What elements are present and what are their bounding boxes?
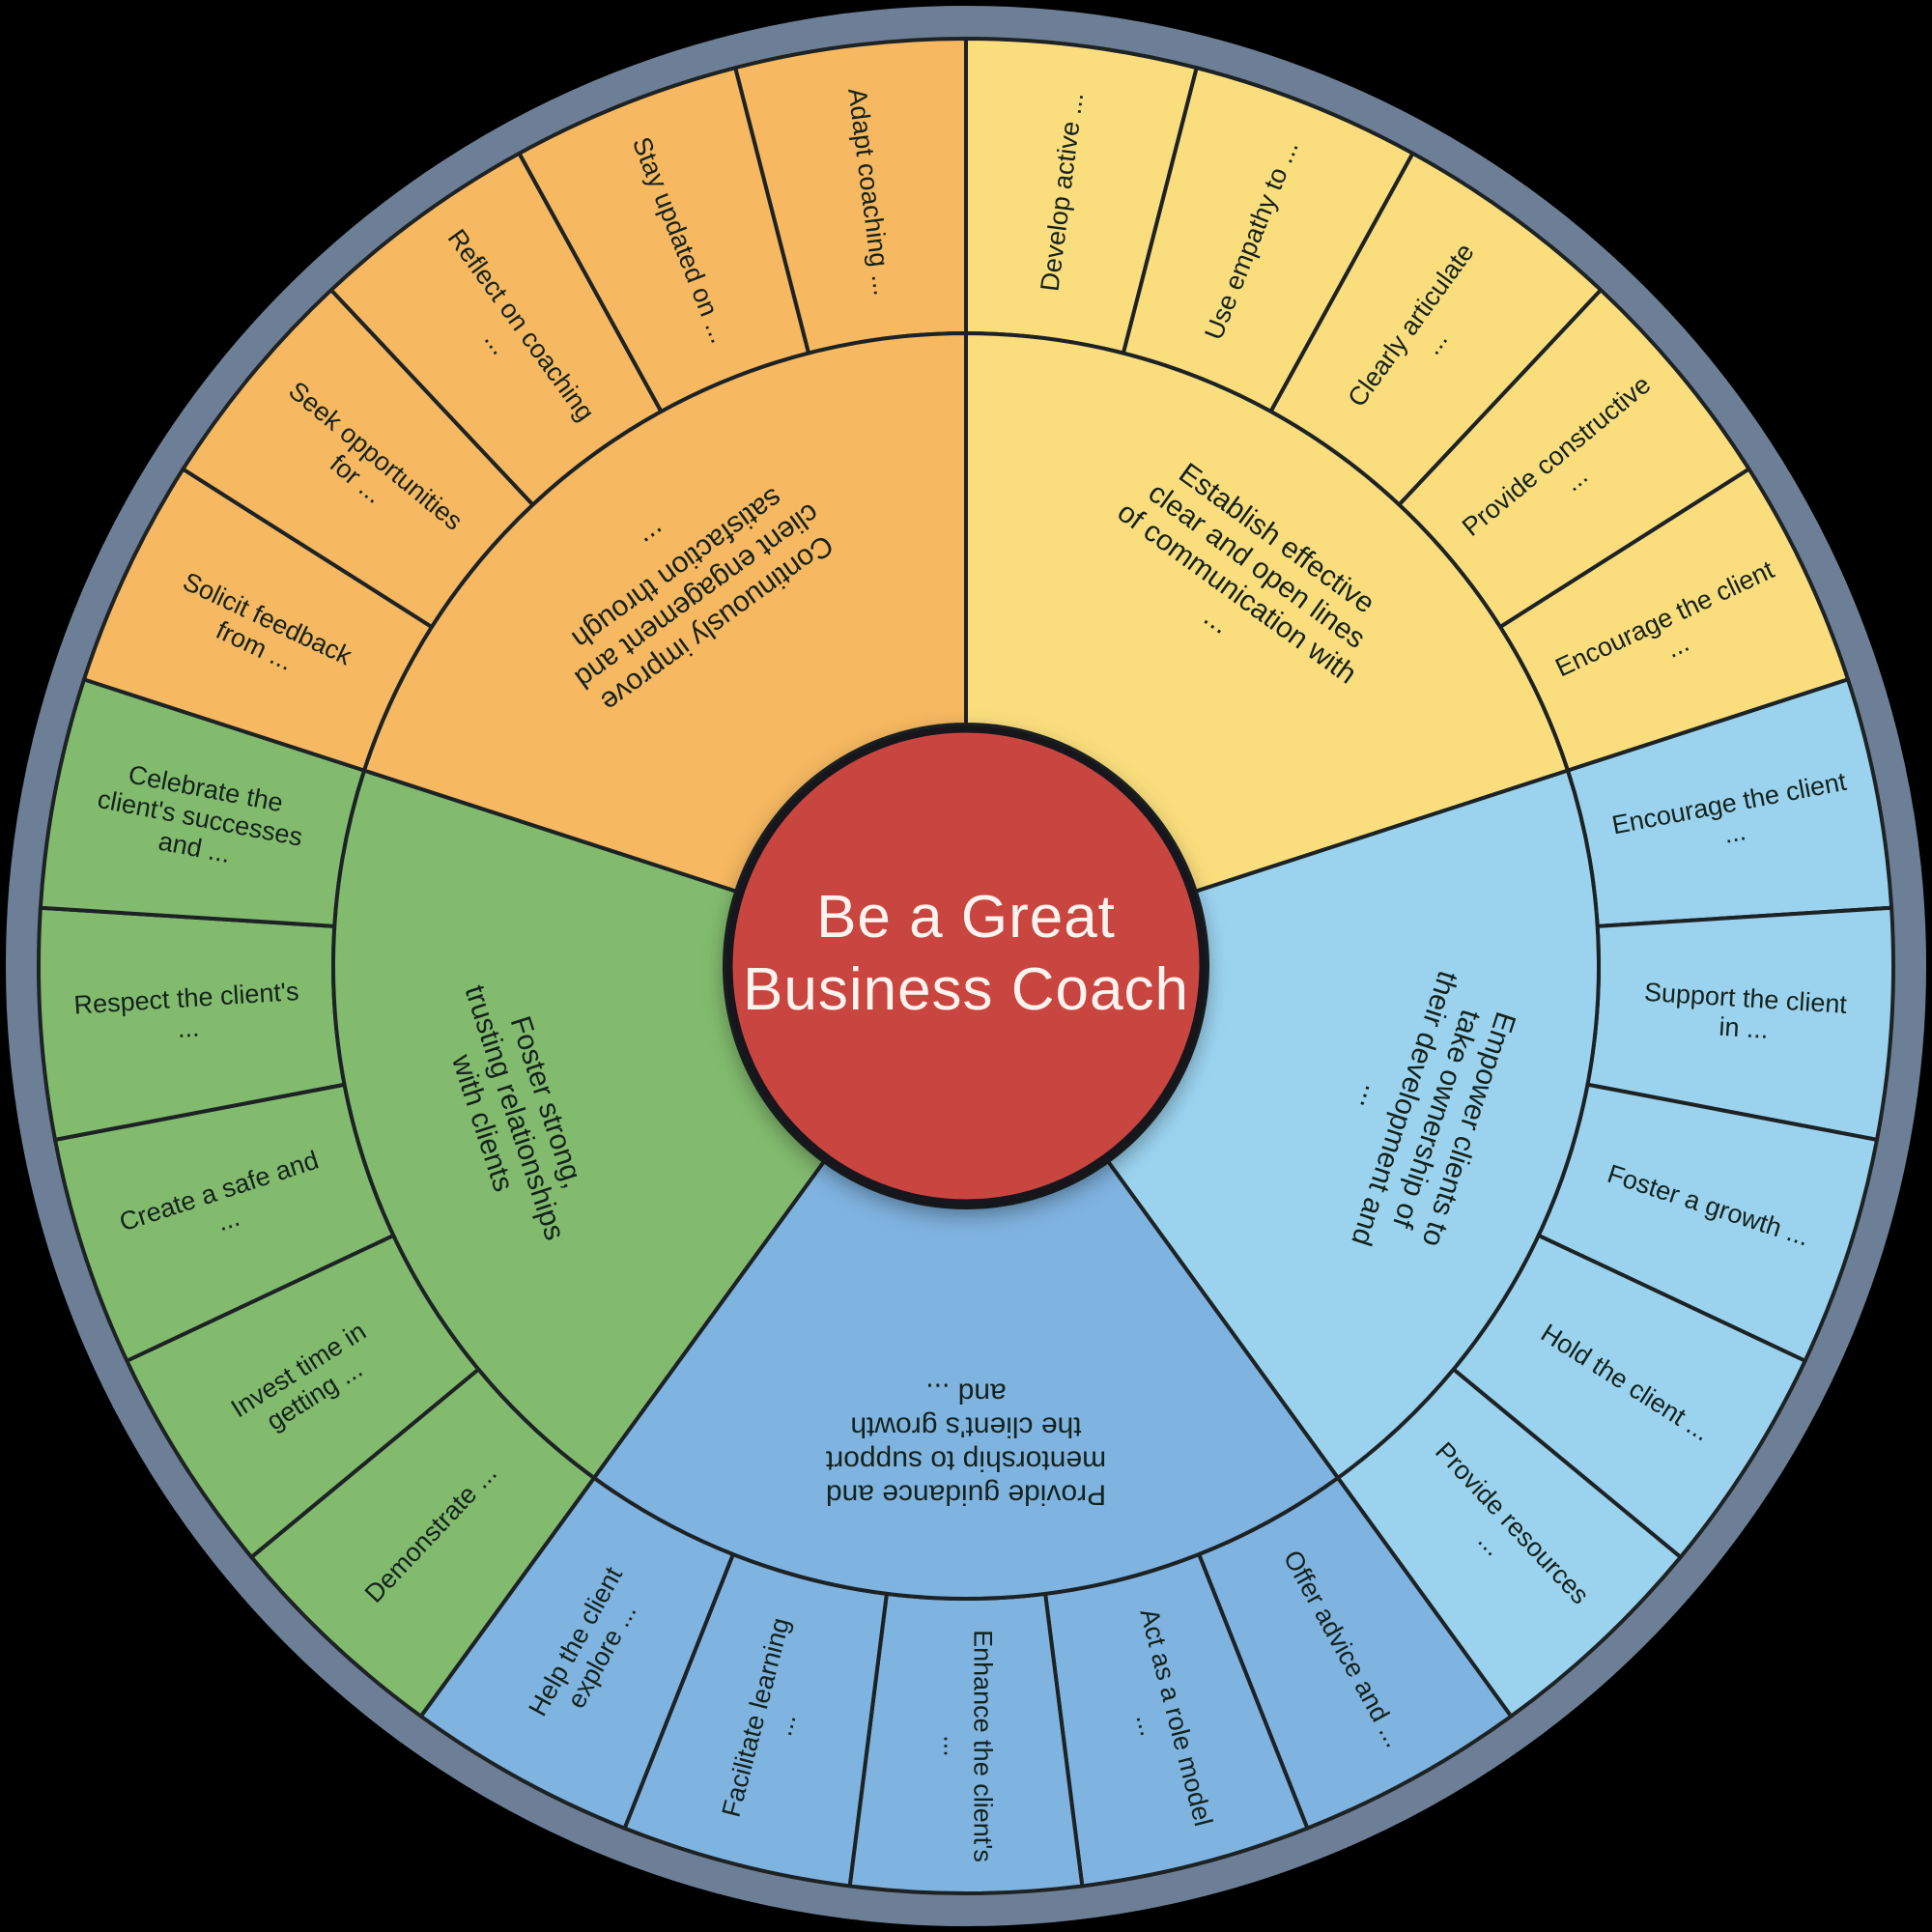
svg-text:mentorship to support: mentorship to support	[825, 1445, 1106, 1477]
svg-text:the client's growth: the client's growth	[850, 1411, 1081, 1443]
wheel-rim	[6, 6, 1926, 1926]
category-segment-empowerment[interactable]	[1105, 768, 1601, 1480]
outer-ring-segments	[37, 37, 1895, 1895]
center-title-line2: Business Coach	[743, 956, 1189, 1023]
category-segment-improvement[interactable]	[362, 331, 968, 894]
svg-text:Enhance the client's: Enhance the client's	[968, 1630, 997, 1862]
category-segment-guidance[interactable]	[592, 1159, 1340, 1601]
svg-text:...: ...	[177, 1013, 200, 1043]
svg-text:and ...: and ...	[925, 1378, 1006, 1409]
outer-rim	[6, 6, 1926, 1926]
inner-ring-segments	[331, 331, 1601, 1601]
category-segment-relationships[interactable]	[331, 768, 827, 1480]
svg-text:Provide guidance and: Provide guidance and	[826, 1479, 1106, 1511]
subitem-label: Enhance the client's...	[938, 1630, 997, 1862]
category-segment-communication[interactable]	[964, 331, 1570, 894]
center-title-line1: Be a Great	[816, 884, 1116, 951]
svg-text:...: ...	[938, 1735, 967, 1757]
center-circle[interactable]	[725, 725, 1207, 1207]
svg-text:...: ...	[1721, 816, 1748, 849]
svg-text:in ...: in ...	[1719, 1012, 1770, 1044]
